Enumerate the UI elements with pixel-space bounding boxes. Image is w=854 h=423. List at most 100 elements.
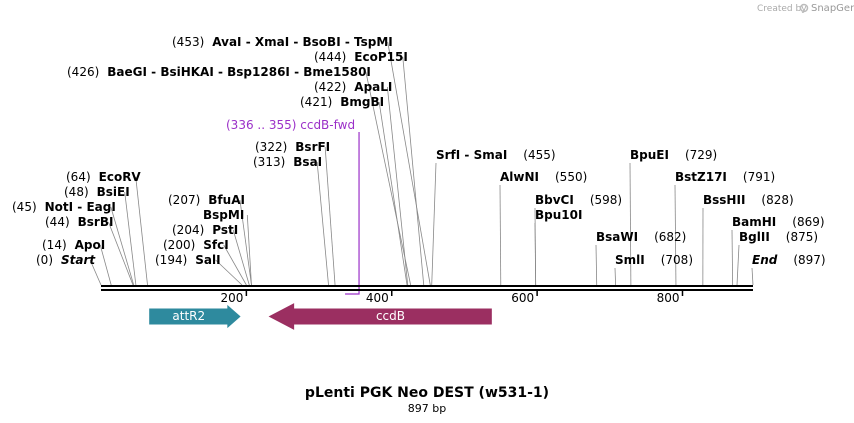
- site-label-bpuei[interactable]: BpuEI(729): [630, 148, 717, 162]
- site-label-bsai[interactable]: (313) BsaI: [253, 155, 322, 169]
- site-text: (14)ApoI: [42, 238, 105, 252]
- site-label-bsrfi[interactable]: (322)BsrFI: [255, 140, 330, 154]
- leader-line: [215, 259, 243, 286]
- map-length: 897 bp: [408, 402, 446, 415]
- site-label-baegi-bsihkai-bsp1286i-bme1580i[interactable]: (426)BaeGI - BsiHKAI - Bsp1286I - Bme158…: [67, 65, 371, 79]
- site-text: BstZ17I(791): [675, 170, 775, 184]
- leader-line: [629, 162, 632, 286]
- site-enzyme: Start: [61, 253, 96, 267]
- site-label-bsawi[interactable]: BsaWI (682): [596, 230, 686, 244]
- site-label-noti-eagi[interactable]: (45)NotI - EagI: [12, 200, 116, 214]
- site-enzyme: AlwNI: [500, 170, 539, 184]
- site-label-start[interactable]: (0) Start: [36, 253, 96, 267]
- site-text: SmlI(708): [615, 253, 693, 267]
- site-position: (322): [255, 140, 287, 154]
- site-position: (313): [253, 155, 285, 169]
- leader-line: [239, 199, 252, 286]
- site-enzyme: BsaWI: [596, 230, 638, 244]
- site-text: (421)BmgBI: [300, 95, 384, 109]
- site-position: (455): [523, 148, 555, 162]
- site-label-ecop15i[interactable]: (444)EcoP15I: [314, 50, 408, 64]
- site-label-bsiei[interactable]: (48)BsiEI: [64, 185, 130, 199]
- site-position: (0): [36, 253, 53, 267]
- leader-line: [124, 191, 137, 286]
- leader-line: [402, 56, 425, 286]
- site-position: (204): [172, 223, 204, 237]
- site-label-bpu10i[interactable]: Bpu10I: [535, 208, 582, 222]
- site-position: (682): [654, 230, 686, 244]
- site-label-bbvci[interactable]: BbvCI(598): [535, 193, 622, 207]
- site-label-sali[interactable]: (194)SalI: [155, 253, 221, 267]
- site-label-bamhi[interactable]: BamHI(869): [732, 215, 825, 229]
- leader-line: [135, 176, 148, 286]
- primer-ccdb-fwd[interactable]: (336 .. 355) ccdB-fwd: [226, 118, 360, 295]
- site-label-bsshii[interactable]: BssHII (828): [703, 193, 794, 207]
- site-label-bmgbi[interactable]: (421)BmgBI: [300, 95, 384, 109]
- site-position: (421): [300, 95, 332, 109]
- site-position: (598): [590, 193, 622, 207]
- leader-line: [387, 41, 431, 286]
- site-label-ecorv[interactable]: (64)EcoRV: [66, 170, 141, 184]
- leader-line: [316, 161, 329, 286]
- leader-line: [595, 244, 598, 286]
- leader-line: [232, 229, 250, 286]
- site-label-apoi[interactable]: (14)ApoI: [42, 238, 105, 252]
- site-text: (204)PstI: [172, 223, 238, 237]
- site-text: (313) BsaI: [253, 155, 322, 169]
- map-title: pLenti PGK Neo DEST (w531-1): [305, 385, 549, 401]
- leader-line: [534, 222, 537, 286]
- site-label-alwni[interactable]: AlwNI (550): [500, 170, 587, 184]
- site-enzyme: End: [752, 253, 778, 267]
- credit-brand: SnapGene: [811, 3, 854, 14]
- feature-attr2[interactable]: attR2: [149, 304, 241, 329]
- site-position: (44): [45, 215, 70, 229]
- site-label-psti[interactable]: (204)PstI: [172, 223, 238, 237]
- site-text: AlwNI (550): [500, 170, 587, 184]
- site-label-srfi-smai[interactable]: SrfI - SmaI(455): [436, 148, 556, 162]
- site-text: (48)BsiEI: [64, 185, 130, 199]
- site-label-bsrbi[interactable]: (44)BsrBI: [45, 215, 113, 229]
- site-text: BglII(875): [739, 230, 818, 244]
- site-enzyme: SmlI: [615, 253, 645, 267]
- site-label-bfuai[interactable]: (207)BfuAI: [168, 193, 245, 207]
- leader-line: [246, 214, 252, 286]
- site-label-smli[interactable]: SmlI(708): [615, 253, 693, 267]
- leader-line: [736, 244, 740, 286]
- site-text: (45)NotI - EagI: [12, 200, 116, 214]
- leader-line: [731, 229, 734, 286]
- site-enzyme: BfuAI: [208, 193, 245, 207]
- site-label-apali[interactable]: (422) ApaLI: [314, 80, 392, 94]
- dna-backbone: [101, 285, 753, 291]
- tick-label-800: 800: [657, 291, 680, 305]
- credit-prefix: Created by: [757, 4, 807, 14]
- site-label-bglii[interactable]: BglII(875): [739, 230, 818, 244]
- site-enzyme: BsaI: [293, 155, 322, 169]
- site-enzyme: EcoRV: [99, 170, 142, 184]
- feature-ccdb[interactable]: ccdB: [268, 303, 492, 330]
- site-enzyme: ApaLI: [354, 80, 392, 94]
- snapgene-logo-icon: [799, 3, 809, 13]
- site-label-bspmi[interactable]: BspMI: [203, 208, 244, 222]
- site-label-avai-xmai-bsobi-tspmi[interactable]: (453)AvaI - XmaI - BsoBI - TspMI: [172, 35, 393, 49]
- site-enzyme: Bpu10I: [535, 208, 582, 222]
- site-text: (322)BsrFI: [255, 140, 330, 154]
- site-enzyme: SalI: [195, 253, 220, 267]
- site-label-sfci[interactable]: (200)SfcI: [163, 238, 229, 252]
- site-position: (422): [314, 80, 346, 94]
- site-enzyme: BssHII: [703, 193, 745, 207]
- site-text: BsaWI (682): [596, 230, 686, 244]
- site-enzyme: BstZ17I: [675, 170, 727, 184]
- tick-label-600: 600: [511, 291, 534, 305]
- site-label-bstz17i[interactable]: BstZ17I(791): [675, 170, 775, 184]
- site-position: (869): [792, 215, 824, 229]
- site-position: (828): [761, 193, 793, 207]
- site-label-end[interactable]: End(897): [752, 253, 826, 267]
- primer-label: (336 .. 355) ccdB-fwd: [226, 118, 355, 132]
- leader-line: [499, 184, 502, 286]
- site-enzyme: BsiEI: [97, 185, 130, 199]
- site-position: (550): [555, 170, 587, 184]
- tick-label-200: 200: [220, 291, 243, 305]
- site-text: (194)SalI: [155, 253, 221, 267]
